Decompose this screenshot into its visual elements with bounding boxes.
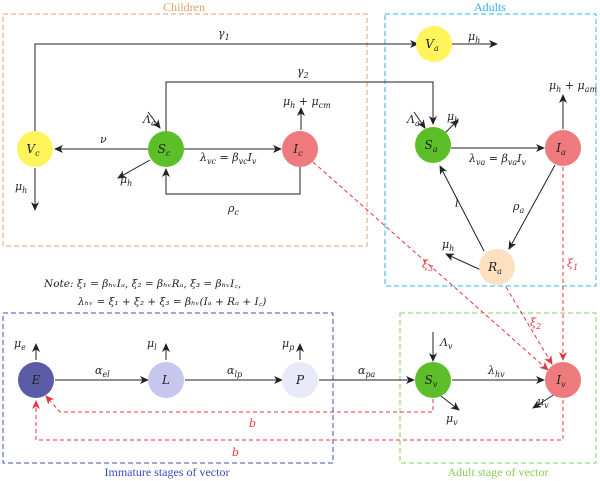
label-xi1: ξ1 <box>567 257 578 272</box>
node-sc: Sc <box>148 131 184 167</box>
adults-box-title: Adults <box>474 0 506 14</box>
node-ic-circle <box>282 131 318 167</box>
node-ic-label: Ic <box>292 142 303 158</box>
node-sa-circle <box>415 127 451 163</box>
label-alpha-pa: αpa <box>358 364 376 379</box>
node-ia-label: Ia <box>555 141 566 157</box>
label-gamma1: γ1 <box>218 27 230 42</box>
ra-death-arrow <box>445 253 482 271</box>
lambda-c-arrow <box>147 111 161 129</box>
node-iv-circle <box>545 362 581 398</box>
node-ia-circle <box>545 130 581 166</box>
node-e-circle <box>18 362 54 398</box>
sv-death-arrow <box>440 395 460 411</box>
label-alpha-lp: αlp <box>227 364 242 379</box>
l-arrow <box>439 165 485 252</box>
node-l: L <box>148 362 184 398</box>
label-mu-l: μl <box>147 337 157 352</box>
node-iv-label: Iv <box>555 373 566 389</box>
b-iv-arrow <box>32 400 564 441</box>
label-rho-a: ρa <box>512 200 524 215</box>
label-mu-h-Vc: μh <box>15 180 27 195</box>
adult-vector-box-title: Adult stage of vector <box>448 465 549 479</box>
label-alpha-el: αel <box>95 364 110 379</box>
rho-c-arrow <box>162 167 301 195</box>
node-iv: Iv <box>545 362 581 398</box>
label-gamma2: γ2 <box>297 65 309 80</box>
iv-death-arrow <box>532 393 556 409</box>
node-l-label: L <box>161 373 170 387</box>
note-line-2: λₕᵥ = ξ₁ + ξ₂ + ξ₃ = βₕᵥ(Iₐ + Rₐ + I꜀) <box>77 296 266 308</box>
node-e: E <box>18 362 54 398</box>
node-sv: Sv <box>415 362 451 398</box>
label-mu-h-Sc: μh <box>120 173 132 188</box>
rho-a-arrow <box>508 164 556 250</box>
node-sa: Sa <box>415 127 451 163</box>
label-b1: b <box>249 417 256 430</box>
node-sc-circle <box>148 131 184 167</box>
label-mu-p: μp <box>282 337 294 352</box>
label-mu-h-Sa: μh <box>447 110 459 125</box>
label-xi2: ξ2 <box>530 316 541 331</box>
node-vc-circle <box>17 131 53 167</box>
node-p-circle <box>282 362 318 398</box>
node-sv-circle <box>415 362 451 398</box>
note-line-1: Note: ξ₁ = βₕᵥIₐ, ξ₂ = βₕᵥRₐ, ξ₃ = βₕᵥI꜀… <box>43 278 241 290</box>
label-nu: ν <box>100 133 107 146</box>
immature-box: Immature stages of vector <box>2 312 334 479</box>
label-lambda-hv: λhv <box>487 364 505 379</box>
label-mu-v-Sv: μv <box>446 412 458 427</box>
xi3-arrow <box>312 161 549 371</box>
infection-arrows <box>32 161 567 441</box>
transition-arrows <box>31 40 567 411</box>
node-ic: Ic <box>282 131 318 167</box>
immature-box-title: Immature stages of vector <box>105 465 230 479</box>
label-mu-Ic: μh + μcm <box>283 95 331 110</box>
node-p: P <box>282 362 318 398</box>
label-lambda-c-in: Λc <box>142 113 156 128</box>
b-sv-arrow <box>45 395 434 413</box>
node-ia: Ia <box>545 130 581 166</box>
label-b2: b <box>232 446 239 459</box>
label-lambda-vc: λvc = βvcIv <box>199 151 257 166</box>
label-mu-v-Iv: μv <box>537 395 549 410</box>
label-lambda-va: λva = βvaIv <box>468 152 527 167</box>
children-box-title: Children <box>163 0 205 14</box>
sc-death-arrow <box>117 159 151 179</box>
node-e-label: E <box>31 373 41 387</box>
node-va: Va <box>416 26 452 62</box>
sa-death-arrow <box>443 119 459 135</box>
node-ra-circle <box>479 249 515 285</box>
label-lambda-a-in: Λa <box>406 113 420 128</box>
label-lambda-v-in: Λv <box>439 336 453 351</box>
node-l-circle <box>148 362 184 398</box>
adults-box: Adults <box>384 0 597 287</box>
node-ra: Ra <box>479 249 515 285</box>
label-mu-h-Va: μh <box>468 30 480 45</box>
node-p-label: P <box>295 373 305 387</box>
xi2-arrow <box>505 286 553 365</box>
label-rho-c: ρc <box>227 202 239 217</box>
label-mu-Ia: μh + μam <box>549 79 597 94</box>
label-mu-h-Ra: μh <box>442 238 454 253</box>
children-box: Children <box>2 0 368 247</box>
node-va-circle <box>416 26 452 62</box>
node-vc: Vc <box>17 131 53 167</box>
lambda-a-arrow <box>413 111 426 129</box>
label-mu-e: μe <box>14 337 26 352</box>
gamma2-arrow <box>165 81 437 132</box>
adult-vector-box: Adult stage of vector <box>399 312 597 479</box>
label-l: l <box>455 197 459 210</box>
note-block: Note: ξ₁ = βₕᵥIₐ, ξ₂ = βₕᵥRₐ, ξ₃ = βₕᵥI꜀… <box>43 278 266 308</box>
label-xi3: ξ3 <box>422 258 433 273</box>
gamma1-arrow <box>34 40 419 132</box>
